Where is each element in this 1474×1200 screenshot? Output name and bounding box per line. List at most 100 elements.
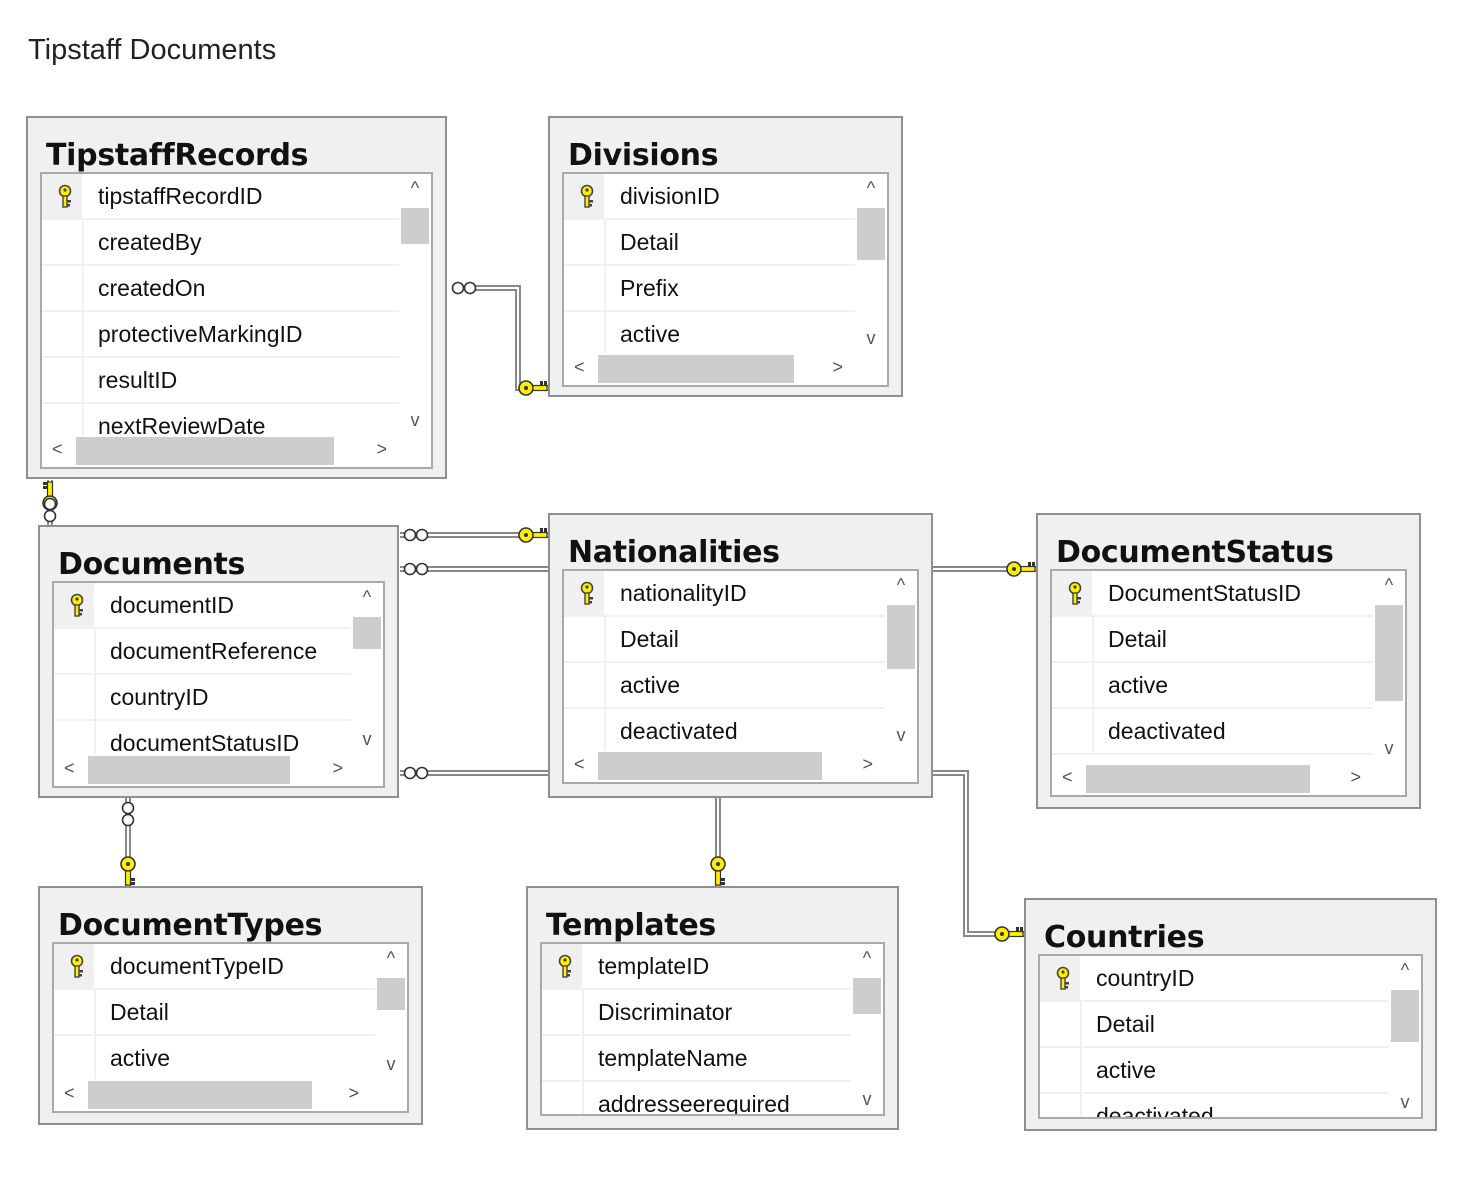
scroll-thumb[interactable] [598,355,794,383]
chevron-up-icon[interactable]: ^ [386,948,396,968]
chevron-up-icon[interactable]: ^ [862,948,872,968]
vertical-scrollbar[interactable]: ^ v [851,944,883,1114]
scroll-thumb[interactable] [76,437,334,465]
column-row[interactable]: createdOn [42,266,399,312]
scroll-thumb[interactable] [88,1081,312,1109]
horizontal-scrollbar[interactable]: < > [54,754,383,786]
scroll-thumb[interactable] [88,756,290,784]
chevron-right-icon[interactable]: > [376,439,387,459]
column-row[interactable]: resultID [42,358,399,404]
scroll-thumb[interactable] [1086,765,1310,793]
scroll-thumb[interactable] [353,617,381,649]
vertical-scrollbar[interactable]: ^ v [885,571,917,750]
column-row[interactable]: deactivated [1052,709,1373,755]
column-grid: documentID documentReference countryID d… [52,581,385,788]
scroll-thumb[interactable] [1391,990,1419,1042]
many-end-icon [121,801,135,827]
column-row[interactable]: deactivated [1040,1094,1389,1117]
column-row[interactable]: Prefix [564,266,855,312]
chevron-down-icon[interactable]: v [1400,1092,1410,1112]
horizontal-scrollbar[interactable]: < > [42,435,431,467]
scroll-thumb[interactable] [401,208,429,244]
vertical-scrollbar[interactable]: ^ v [375,944,407,1079]
chevron-up-icon[interactable]: ^ [866,178,876,198]
table-countries[interactable]: Countries countryID Detail active deacti… [1024,898,1437,1131]
table-templates[interactable]: Templates templateID Discriminator templ… [526,886,899,1130]
chevron-left-icon[interactable]: < [574,754,585,774]
column-row[interactable]: active [1052,663,1373,709]
scroll-thumb[interactable] [598,752,822,780]
vertical-scrollbar[interactable]: ^ v [1389,956,1421,1117]
chevron-up-icon[interactable]: ^ [1400,960,1410,980]
column-row[interactable]: documentReference [54,629,351,675]
column-row[interactable]: countryID [54,675,351,721]
vertical-scrollbar[interactable]: ^ v [855,174,887,353]
column-row[interactable]: templateID [542,944,851,990]
vertical-scrollbar[interactable]: ^ v [399,174,431,435]
chevron-down-icon[interactable]: v [862,1089,872,1109]
column-row[interactable]: documentTypeID [54,944,375,990]
column-row[interactable]: active [54,1036,375,1079]
chevron-left-icon[interactable]: < [64,1083,75,1103]
chevron-up-icon[interactable]: ^ [1384,575,1394,595]
chevron-right-icon[interactable]: > [832,357,843,377]
chevron-left-icon[interactable]: < [1062,767,1073,787]
column-row[interactable]: Detail [1040,1002,1389,1048]
chevron-down-icon[interactable]: v [866,328,876,348]
chevron-right-icon[interactable]: > [348,1083,359,1103]
column-row[interactable]: addresseerequired [542,1082,851,1114]
column-row[interactable]: Detail [564,617,885,663]
chevron-right-icon[interactable]: > [332,758,343,778]
horizontal-scrollbar[interactable]: < > [564,750,917,782]
scroll-thumb[interactable] [1375,605,1403,701]
column-row[interactable]: protectiveMarkingID [42,312,399,358]
column-row[interactable]: Detail [564,220,855,266]
horizontal-scrollbar[interactable]: < > [1052,763,1405,795]
table-documents[interactable]: Documents documentID documentReference c… [38,525,399,798]
column-row[interactable]: Detail [54,990,375,1036]
chevron-down-icon[interactable]: v [362,729,372,749]
column-row[interactable]: active [1040,1048,1389,1094]
horizontal-scrollbar[interactable]: < > [564,353,887,385]
chevron-up-icon[interactable]: ^ [362,587,372,607]
column-row[interactable]: templateName [542,1036,851,1082]
column-row[interactable]: nextReviewDate [42,404,399,435]
column-row[interactable]: active [564,663,885,709]
table-nationalities[interactable]: Nationalities nationalityID Detail activ… [548,513,933,798]
chevron-up-icon[interactable]: ^ [410,178,420,198]
column-row[interactable]: tipstaffRecordID [42,174,399,220]
table-document-status[interactable]: DocumentStatus DocumentStatusID Detail a… [1036,513,1421,809]
scroll-thumb[interactable] [887,605,915,669]
chevron-down-icon[interactable]: v [896,725,906,745]
vertical-scrollbar[interactable]: ^ v [351,583,383,754]
column-row[interactable]: Detail [1052,617,1373,663]
column-row[interactable]: DocumentStatusID [1052,571,1373,617]
column-row[interactable]: nationalityID [564,571,885,617]
column-row[interactable]: divisionID [564,174,855,220]
chevron-left-icon[interactable]: < [574,357,585,377]
column-row[interactable]: Discriminator [542,990,851,1036]
table-document-types[interactable]: DocumentTypes documentTypeID Detail acti… [38,886,423,1125]
scroll-thumb[interactable] [857,208,885,260]
column-row[interactable]: createdBy [42,220,399,266]
column-row[interactable]: documentStatusID [54,721,351,754]
vertical-scrollbar[interactable]: ^ v [1373,571,1405,763]
column-row[interactable]: documentID [54,583,351,629]
chevron-down-icon[interactable]: v [1384,738,1394,758]
chevron-left-icon[interactable]: < [64,758,75,778]
chevron-right-icon[interactable]: > [1350,767,1361,787]
column-row[interactable]: active [564,312,855,353]
horizontal-scrollbar[interactable]: < > [54,1079,407,1111]
table-divisions[interactable]: Divisions divisionID Detail Prefix activ… [548,116,903,397]
table-tipstaff-records[interactable]: TipstaffRecords tipstaffRecordID created… [26,116,447,479]
column-row[interactable]: deactivated [564,709,885,750]
chevron-right-icon[interactable]: > [862,754,873,774]
chevron-down-icon[interactable]: v [410,410,420,430]
scroll-thumb[interactable] [853,978,881,1014]
scroll-thumb[interactable] [377,978,405,1010]
column-row[interactable]: countryID [1040,956,1389,1002]
chevron-up-icon[interactable]: ^ [896,575,906,595]
column-name: active [620,320,681,347]
chevron-down-icon[interactable]: v [386,1054,396,1074]
chevron-left-icon[interactable]: < [52,439,63,459]
